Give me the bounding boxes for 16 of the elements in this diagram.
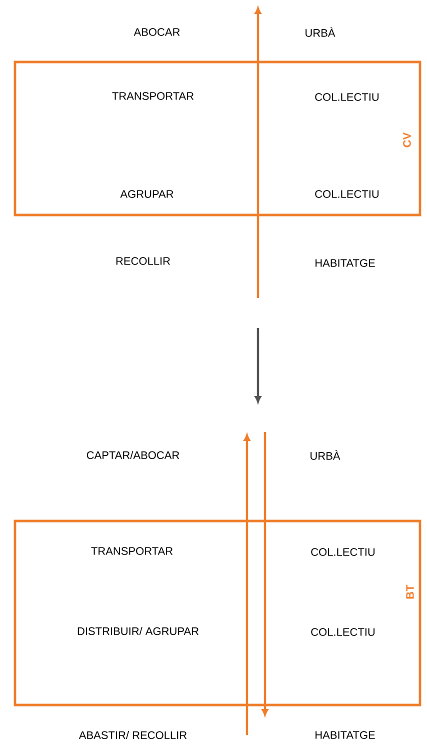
label-text: TRANSPORTAR: [91, 547, 173, 555]
label-text: COL.LECTIU: [311, 548, 375, 556]
label-text: CAPTAR/ABOCAR: [86, 450, 180, 460]
label-text: DISTRIBUIR/ AGRUPAR: [78, 626, 198, 636]
label-text: COL.LECTIU: [315, 190, 379, 198]
label-text: ABASTIR/ RECOLLIR: [78, 730, 187, 740]
label-text: URBÀ: [310, 450, 340, 460]
label-text: TRANSPORTAR: [112, 92, 194, 100]
label-text: COL.LECTIU: [315, 93, 379, 101]
label-text: AGRUPAR: [120, 190, 174, 198]
label-text: HABITATGE: [316, 259, 375, 267]
label-text: COL.LECTIU: [311, 628, 375, 636]
label-text: RECOLLIR: [116, 257, 170, 265]
label-text: ABOCAR: [134, 28, 180, 36]
label-text: HABITATGE: [316, 731, 375, 739]
label-text: URBÀ: [306, 27, 336, 37]
